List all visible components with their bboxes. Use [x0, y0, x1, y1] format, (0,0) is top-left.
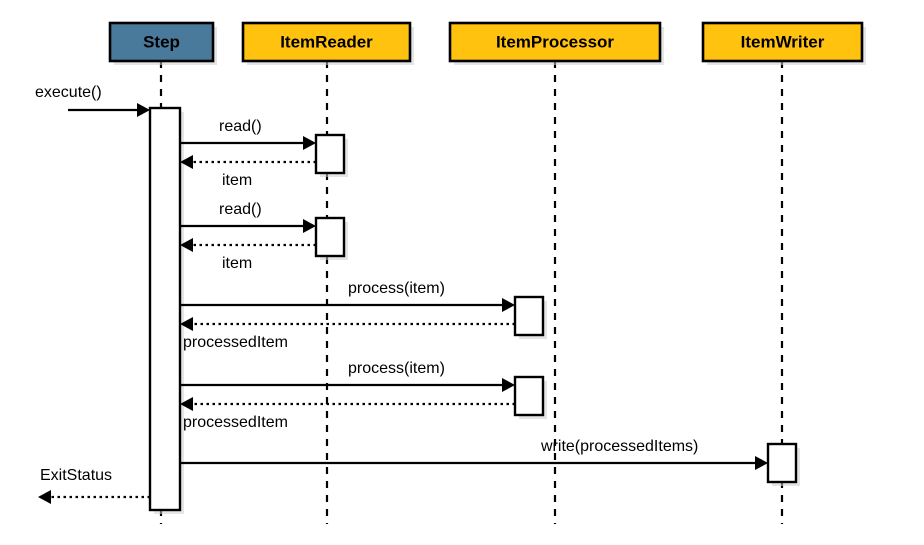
- arrowhead-msg-exitstatus: [38, 490, 51, 504]
- arrowhead-msg-write: [755, 456, 768, 470]
- participant-label-item-writer: ItemWriter: [741, 32, 825, 51]
- arrowhead-msg-processeditem-2: [180, 397, 193, 411]
- arrowhead-msg-item-1: [180, 155, 193, 169]
- participant-box-item-processor[interactable]: [448, 21, 662, 63]
- messages-layer: execute() read() item read() item process(ite…: [35, 84, 768, 504]
- message-label-msg-execute: execute(): [35, 84, 102, 101]
- arrowhead-msg-process-1: [502, 298, 515, 312]
- activation-bar-processor-activation-2: [513, 375, 545, 417]
- activation-bar-processor-activation-1: [513, 295, 545, 337]
- participant-headers-layer: Step ItemReader ItemProcessor ItemWriter: [108, 21, 866, 65]
- participant-box-step[interactable]: [108, 21, 215, 63]
- message-label-msg-item-1: item: [222, 172, 252, 189]
- message-label-msg-processeditem-2: processedItem: [183, 414, 288, 431]
- participant-label-item-processor: ItemProcessor: [496, 32, 614, 51]
- participant-box-item-reader[interactable]: [241, 21, 412, 63]
- message-label-msg-processeditem-1: processedItem: [183, 334, 288, 351]
- message-label-msg-process-1: process(item): [348, 280, 445, 297]
- activation-bar-reader-activation-2: [314, 216, 346, 258]
- participant-label-item-reader: ItemReader: [280, 32, 373, 51]
- message-label-msg-process-2: process(item): [348, 360, 445, 377]
- arrowhead-msg-process-2: [502, 378, 515, 392]
- arrowhead-msg-processeditem-1: [180, 317, 193, 331]
- arrowhead-msg-item-2: [180, 238, 193, 252]
- message-label-msg-item-2: item: [222, 255, 252, 272]
- participant-label-step: Step: [143, 32, 180, 51]
- message-label-msg-read-2: read(): [219, 201, 262, 218]
- message-label-msg-read-1: read(): [219, 118, 262, 135]
- message-label-msg-exitstatus: ExitStatus: [40, 467, 112, 484]
- arrowhead-msg-read-2: [303, 219, 316, 233]
- activation-bar-writer-activation-1: [766, 442, 798, 484]
- activations-layer: [148, 106, 800, 514]
- activation-bar-step-activation: [148, 106, 182, 512]
- arrowhead-msg-execute: [137, 103, 150, 117]
- activation-bar-reader-activation-1: [314, 133, 346, 175]
- participant-box-item-writer[interactable]: [701, 21, 864, 63]
- message-label-msg-write: write(processedItems): [540, 438, 698, 455]
- arrowhead-msg-read-1: [303, 136, 316, 150]
